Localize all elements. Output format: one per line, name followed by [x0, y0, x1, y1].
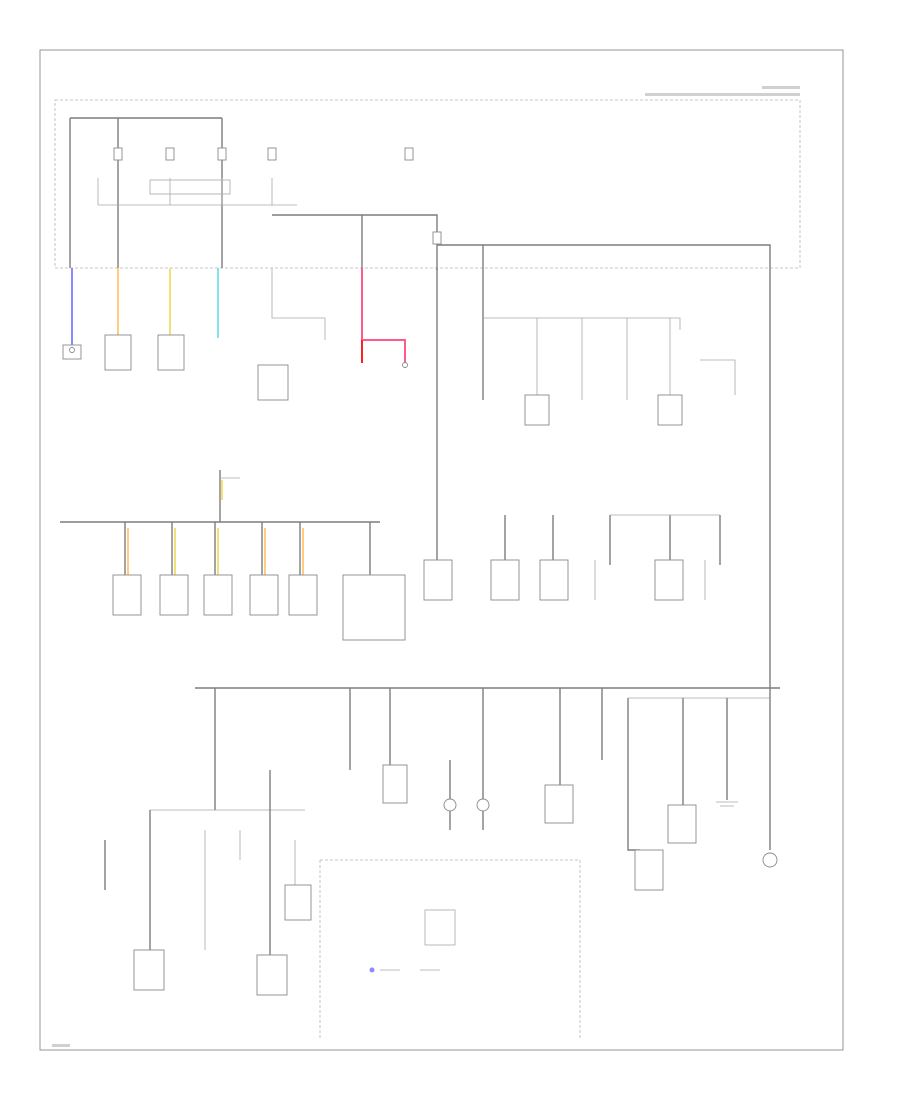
component-box [667, 804, 697, 844]
component-box [382, 764, 408, 804]
component-box [256, 954, 288, 996]
top-bus-wiring [69, 117, 771, 270]
component-box [157, 334, 185, 371]
header-subtitle-placeholder [645, 93, 800, 96]
diagram-border [39, 49, 844, 1051]
component-box [423, 559, 453, 601]
lamp-icon [443, 798, 457, 812]
fuse-icon [217, 147, 227, 161]
ground-icon [716, 801, 738, 807]
lower-enclosure-contents [369, 909, 456, 973]
component-box [257, 364, 289, 401]
lower-components [133, 764, 778, 996]
middle-components [112, 514, 721, 641]
fuse-icon [404, 147, 414, 161]
lamp-icon [476, 798, 490, 812]
upper-components [62, 268, 771, 690]
fuse-row-top [113, 147, 442, 245]
header [645, 86, 800, 96]
component-box [112, 574, 142, 616]
connector-icon [369, 967, 375, 973]
component-box [284, 884, 312, 921]
fuse-box-frame [54, 99, 801, 269]
fuse-icon [165, 147, 175, 161]
header-title-placeholder [762, 86, 800, 89]
component-box [524, 394, 550, 426]
connector-icon [69, 347, 75, 353]
fuse-icon [267, 147, 277, 161]
lower-enclosure-frame [319, 859, 581, 1040]
component-box [490, 559, 520, 601]
component-box [634, 849, 664, 891]
component-box [288, 574, 318, 616]
lamp-icon [762, 852, 778, 868]
middle-bus-wiring [60, 470, 380, 580]
upper-connectors [69, 347, 408, 368]
connector-icon [402, 362, 408, 368]
component-box [159, 574, 189, 616]
footer-id-placeholder [52, 1044, 70, 1047]
component-box [249, 574, 279, 616]
relay-icon [424, 909, 456, 946]
component-box [654, 559, 684, 601]
relay-placeholder [149, 179, 231, 195]
component-box [544, 784, 574, 824]
colored-wires [71, 268, 406, 363]
component-box [342, 574, 406, 641]
wire-pink [361, 268, 406, 363]
fuse-icon [432, 231, 442, 245]
component-box [203, 574, 233, 616]
component-box [133, 949, 165, 991]
component-box [657, 394, 683, 426]
component-box [539, 559, 569, 601]
fuse-icon [113, 147, 123, 161]
component-box [104, 334, 132, 371]
